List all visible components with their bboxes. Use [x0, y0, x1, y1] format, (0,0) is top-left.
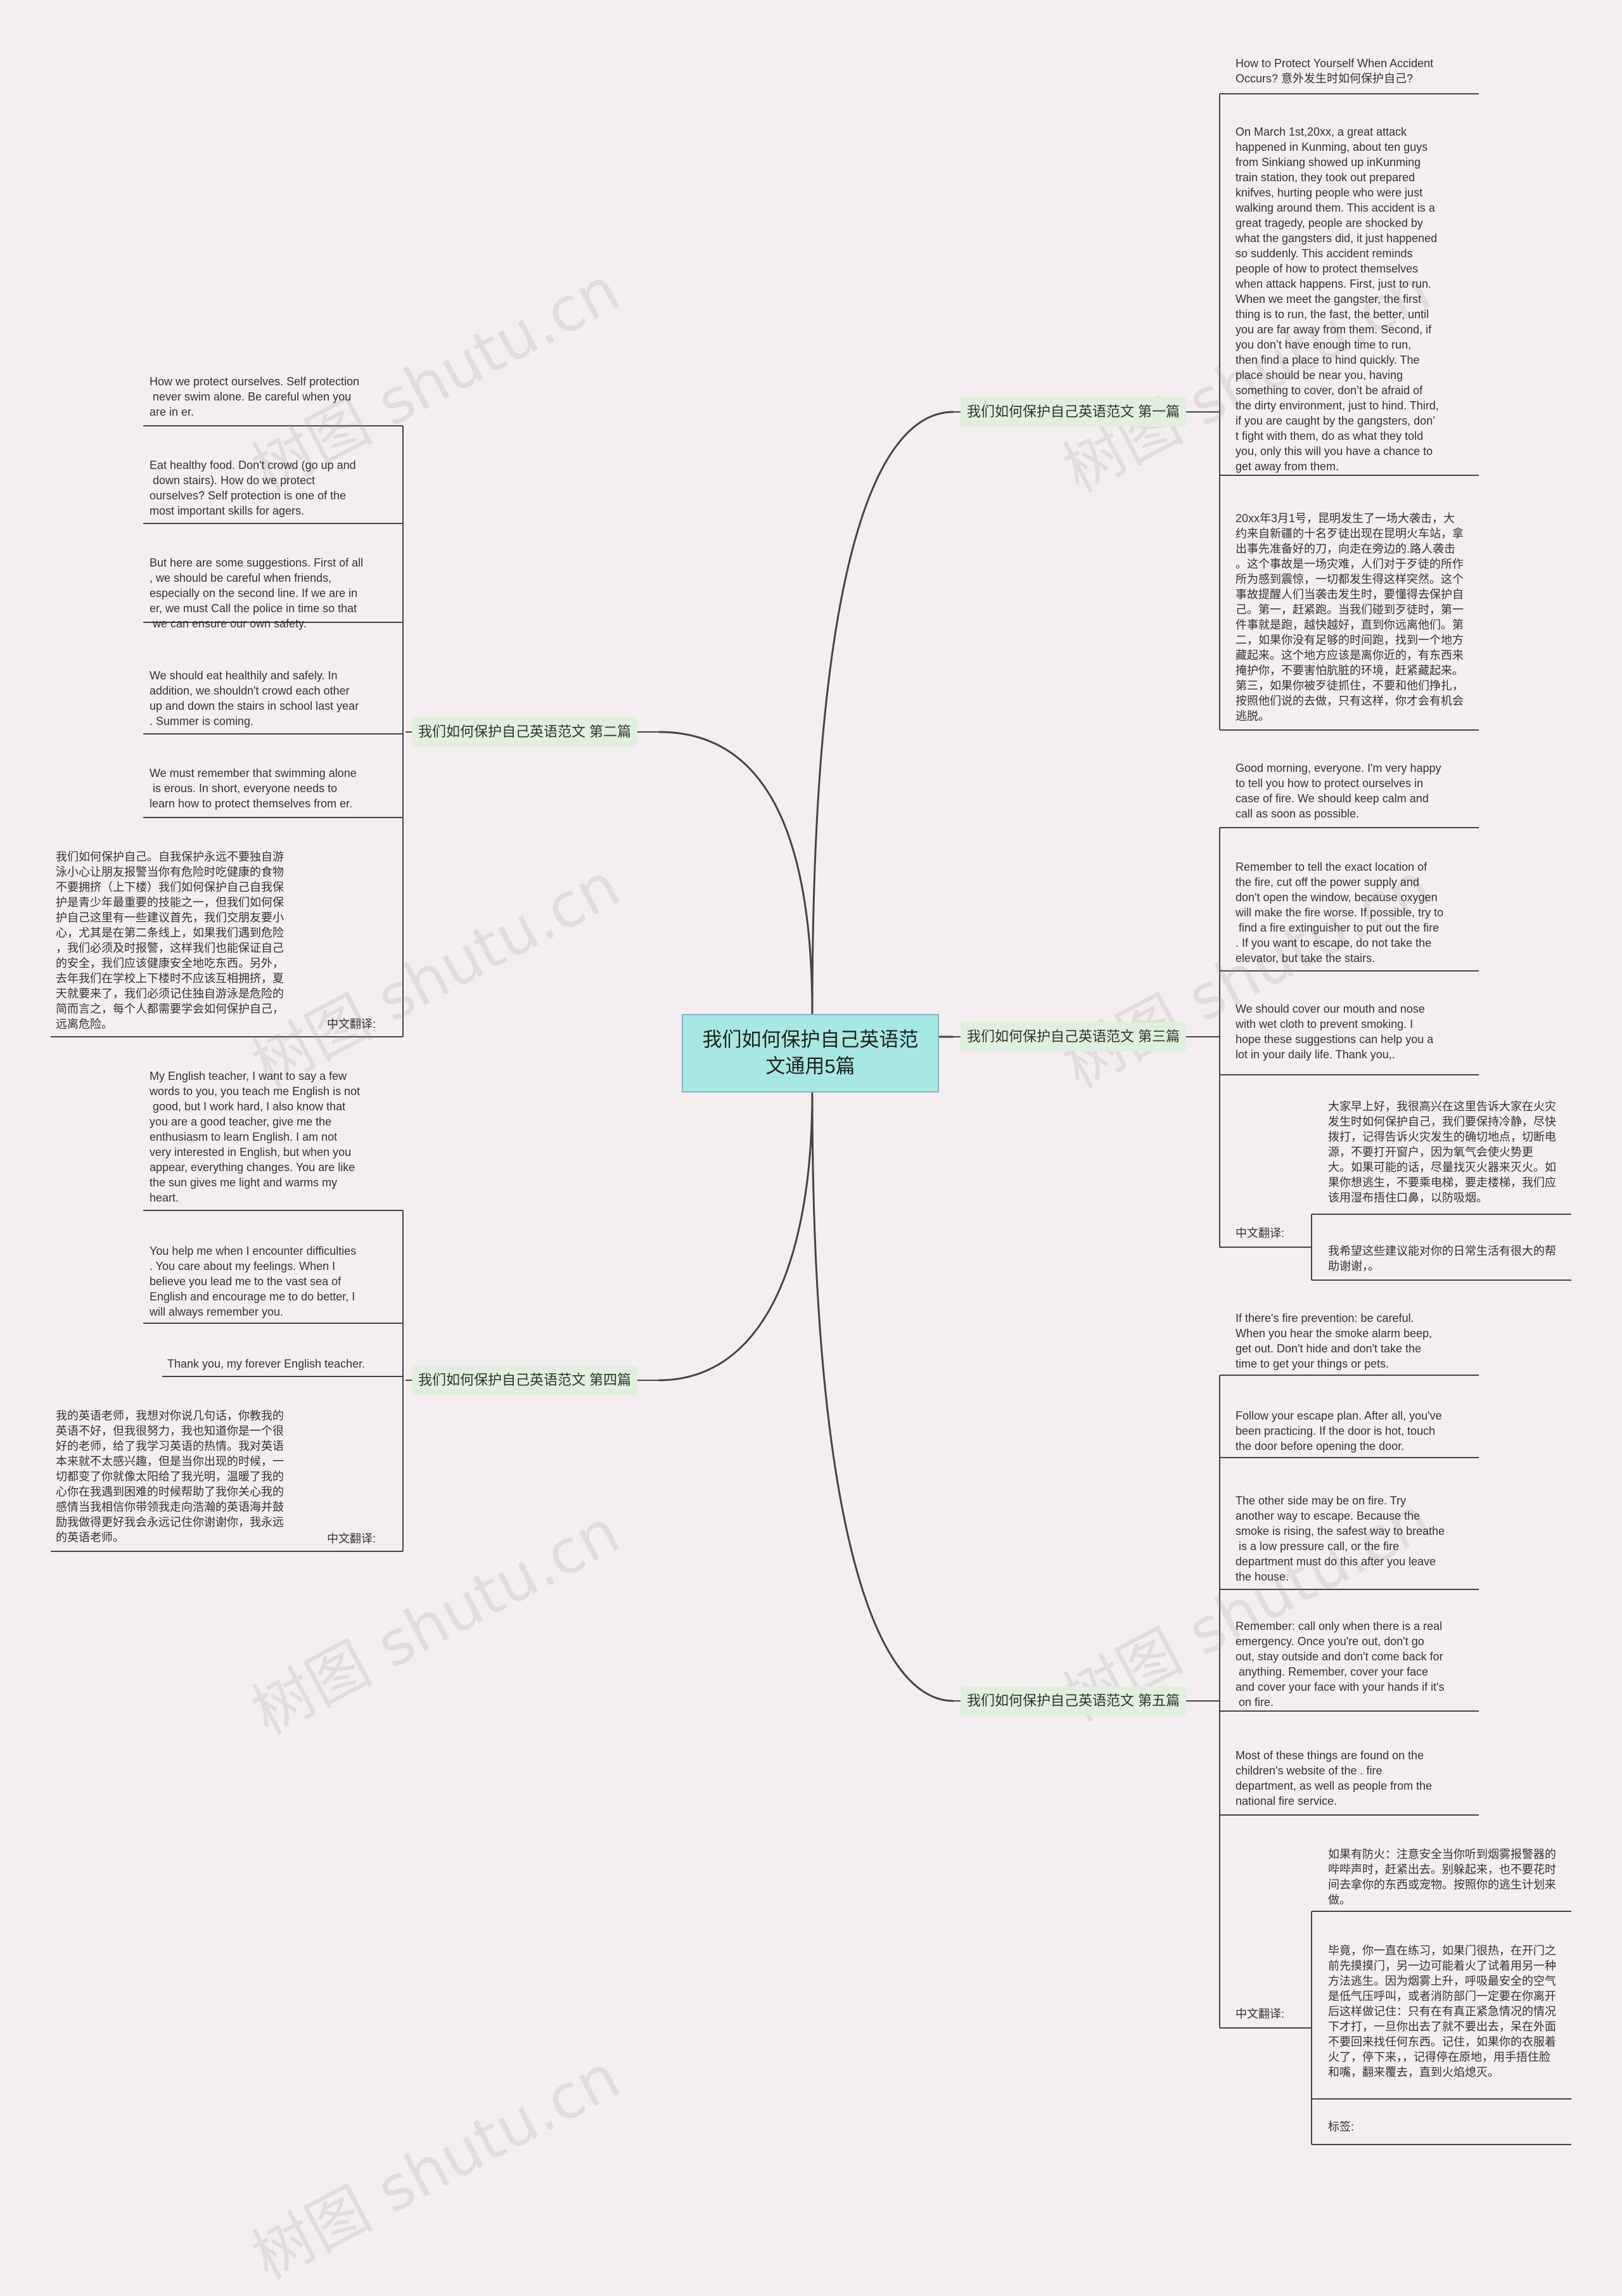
leaf-node[interactable]: 我希望这些建议能对你的日常生活有很大的帮 助谢谢，。	[1328, 1245, 1556, 1273]
edge-root-b5	[811, 1092, 954, 1702]
leaf-node[interactable]: We must remember that swimming alone is …	[150, 767, 357, 810]
translation-label: 中文翻译:	[327, 1532, 376, 1545]
branch-topic-1[interactable]: 我们如何保护自己英语范文 第一篇	[961, 397, 1187, 426]
leaf-node[interactable]: The other side may be on fire. Try anoth…	[1236, 1494, 1445, 1583]
leaf-node[interactable]: Remember: call only when there is a real…	[1236, 1620, 1445, 1709]
leaf-node[interactable]: But here are some suggestions. First of …	[150, 556, 364, 630]
leaf-node[interactable]: My English teacher, I want to say a few …	[150, 1070, 361, 1204]
leaf-node[interactable]: Most of these things are found on the ch…	[1236, 1749, 1433, 1807]
leaf-node[interactable]: How to Protect Yourself When Accident Oc…	[1236, 57, 1434, 85]
edge-root-b4	[658, 1092, 814, 1382]
leaf-node[interactable]: How we protect ourselves. Self protectio…	[150, 375, 360, 418]
leaf-node[interactable]: 我们如何保护自己。自我保护永远不要独自游 泳小心让朋友报警当你有危险时吃健康的食…	[56, 850, 284, 1030]
leaf-node[interactable]: Follow your escape plan. After all, you'…	[1236, 1409, 1442, 1453]
branch-topic-3[interactable]: 我们如何保护自己英语范文 第三篇	[961, 1022, 1187, 1051]
edge-root-b1	[811, 411, 954, 1015]
leaf-node[interactable]: 如果有防火：注意安全当你听到烟雾报警器的 哔哔声时，赶紧出去。别躲起来，也不要花…	[1328, 1848, 1556, 1906]
leaf-node[interactable]: You help me when I encounter difficultie…	[150, 1245, 357, 1318]
leaf-node[interactable]: Good morning, everyone. I'm very happy t…	[1236, 762, 1441, 820]
leaf-node[interactable]: We should eat healthily and safely. In a…	[150, 669, 359, 728]
leaf-node[interactable]: Eat healthy food. Don't crowd (go up and…	[150, 459, 356, 517]
translation-label: 中文翻译:	[327, 1018, 376, 1030]
translation-label: 中文翻译:	[1236, 1227, 1285, 1240]
leaf-node[interactable]: 20xx年3月1号，昆明发生了一场大袭击，大 约来自新疆的十名歹徒出现在昆明火车…	[1236, 512, 1464, 722]
leaf-node[interactable]: 毕竟，你一直在练习，如果门很热，在开门之 前先摸摸门，另一边可能着火了试着用另一…	[1328, 1944, 1556, 2079]
branch-topic-2[interactable]: 我们如何保护自己英语范文 第二篇	[412, 717, 638, 747]
branch-topic-5[interactable]: 我们如何保护自己英语范文 第五篇	[961, 1686, 1187, 1716]
leaf-node[interactable]: Remember to tell the exact location of t…	[1236, 861, 1444, 965]
leaf-node[interactable]: Thank you, my forever English teacher.	[167, 1357, 366, 1370]
leaf-node[interactable]: On March 1st,20xx, a great attack happen…	[1236, 125, 1439, 473]
tags-label: 标签:	[1328, 2120, 1355, 2133]
leaf-node[interactable]: 大家早上好，我很高兴在这里告诉大家在火灾 发生时如何保护自己，我们要保持冷静，尽…	[1328, 1100, 1556, 1204]
edge-root-b2	[658, 731, 814, 1015]
leaf-node[interactable]: 我的英语老师，我想对你说几句话，你教我的 英语不好，但我很努力，我也知道你是一个…	[56, 1409, 284, 1544]
leaf-node[interactable]: We should cover our mouth and nose with …	[1236, 1003, 1434, 1061]
root-topic[interactable]: 我们如何保护自己英语范文通用5篇	[682, 1014, 939, 1093]
branch-topic-4[interactable]: 我们如何保护自己英语范文 第四篇	[412, 1366, 638, 1395]
leaf-node[interactable]: If there's fire prevention: be careful. …	[1236, 1312, 1433, 1370]
translation-label: 中文翻译:	[1236, 2008, 1285, 2020]
